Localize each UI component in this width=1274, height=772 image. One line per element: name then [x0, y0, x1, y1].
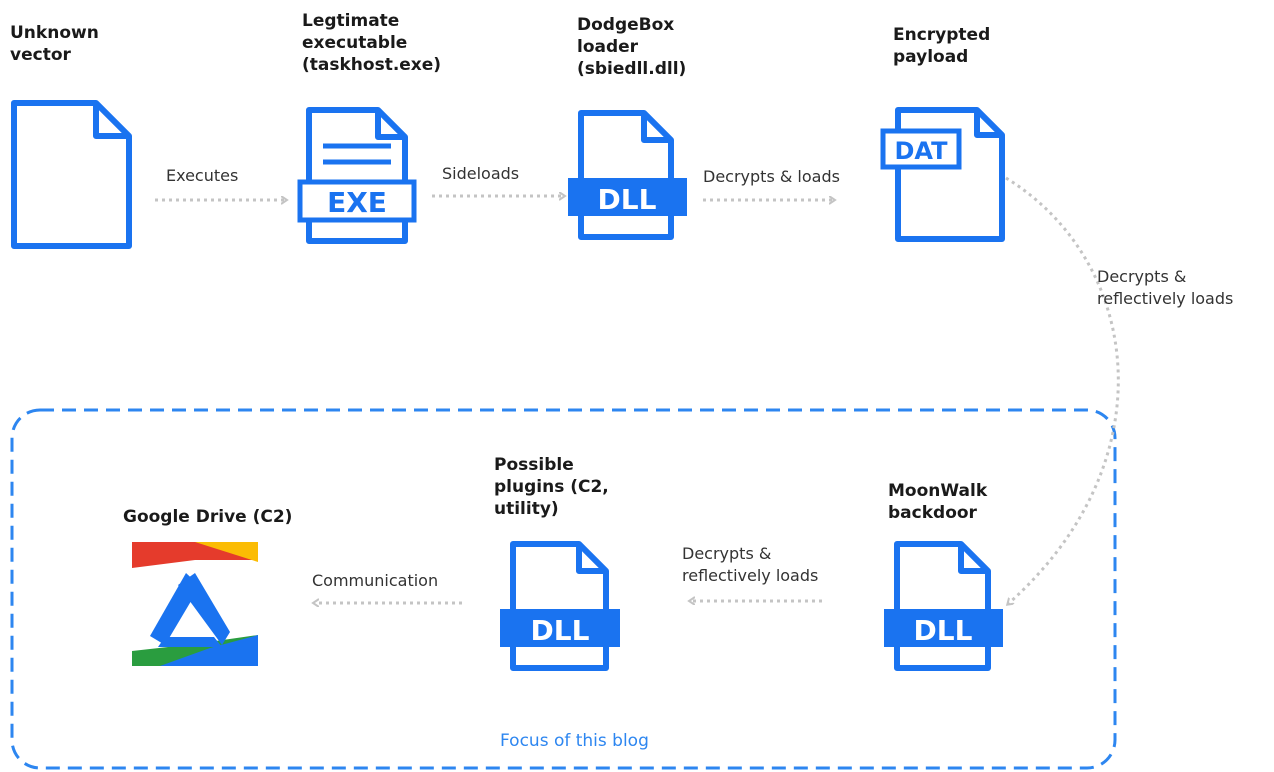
- edge-label-executes: Executes: [166, 166, 239, 185]
- node-title-plugins: Possible plugins (C2, utility): [494, 455, 609, 519]
- arrow-reflective-load-1: [1005, 176, 1120, 604]
- edge-label-sideloads: Sideloads: [442, 164, 520, 183]
- document-icon: [11, 100, 132, 249]
- edge-label-decrypts-reflectively-2: Decrypts & reflectively loads: [682, 544, 819, 585]
- google-drive-icon: [132, 542, 258, 666]
- node-title-encrypted-payload: Encrypted payload: [893, 25, 991, 67]
- exe-badge-label: EXE: [327, 186, 387, 219]
- dll-badge-label: DLL: [531, 614, 590, 647]
- dll-file-icon: DLL: [500, 541, 620, 671]
- node-title-moonwalk: MoonWalk backdoor: [888, 481, 988, 523]
- focus-region-border: [10, 408, 1117, 770]
- edge-label-communication: Communication: [312, 571, 439, 590]
- dat-file-icon: DAT: [880, 107, 1005, 242]
- edge-label-decrypts-reflectively-1: Decrypts & reflectively loads: [1097, 267, 1234, 308]
- node-title-gdrive: Google Drive (C2): [123, 507, 293, 527]
- dat-badge-label: DAT: [894, 137, 948, 165]
- arrows: [155, 176, 1120, 604]
- dll-badge-label: DLL: [914, 614, 973, 647]
- node-title-legit-exe: Legtimate executable (taskhost.exe): [302, 11, 442, 75]
- node-title-dodgebox: DodgeBox loader (sbiedll.dll): [577, 15, 687, 79]
- focus-region-label: Focus of this blog: [500, 731, 649, 751]
- edge-label-decrypts-loads: Decrypts & loads: [703, 167, 840, 186]
- node-title-unknown-vector: Unknown vector: [10, 23, 99, 65]
- dll-file-icon: DLL: [884, 541, 1003, 671]
- dll-file-icon: DLL: [568, 110, 687, 240]
- exe-file-icon: EXE: [297, 107, 417, 244]
- dll-badge-label: DLL: [598, 183, 657, 216]
